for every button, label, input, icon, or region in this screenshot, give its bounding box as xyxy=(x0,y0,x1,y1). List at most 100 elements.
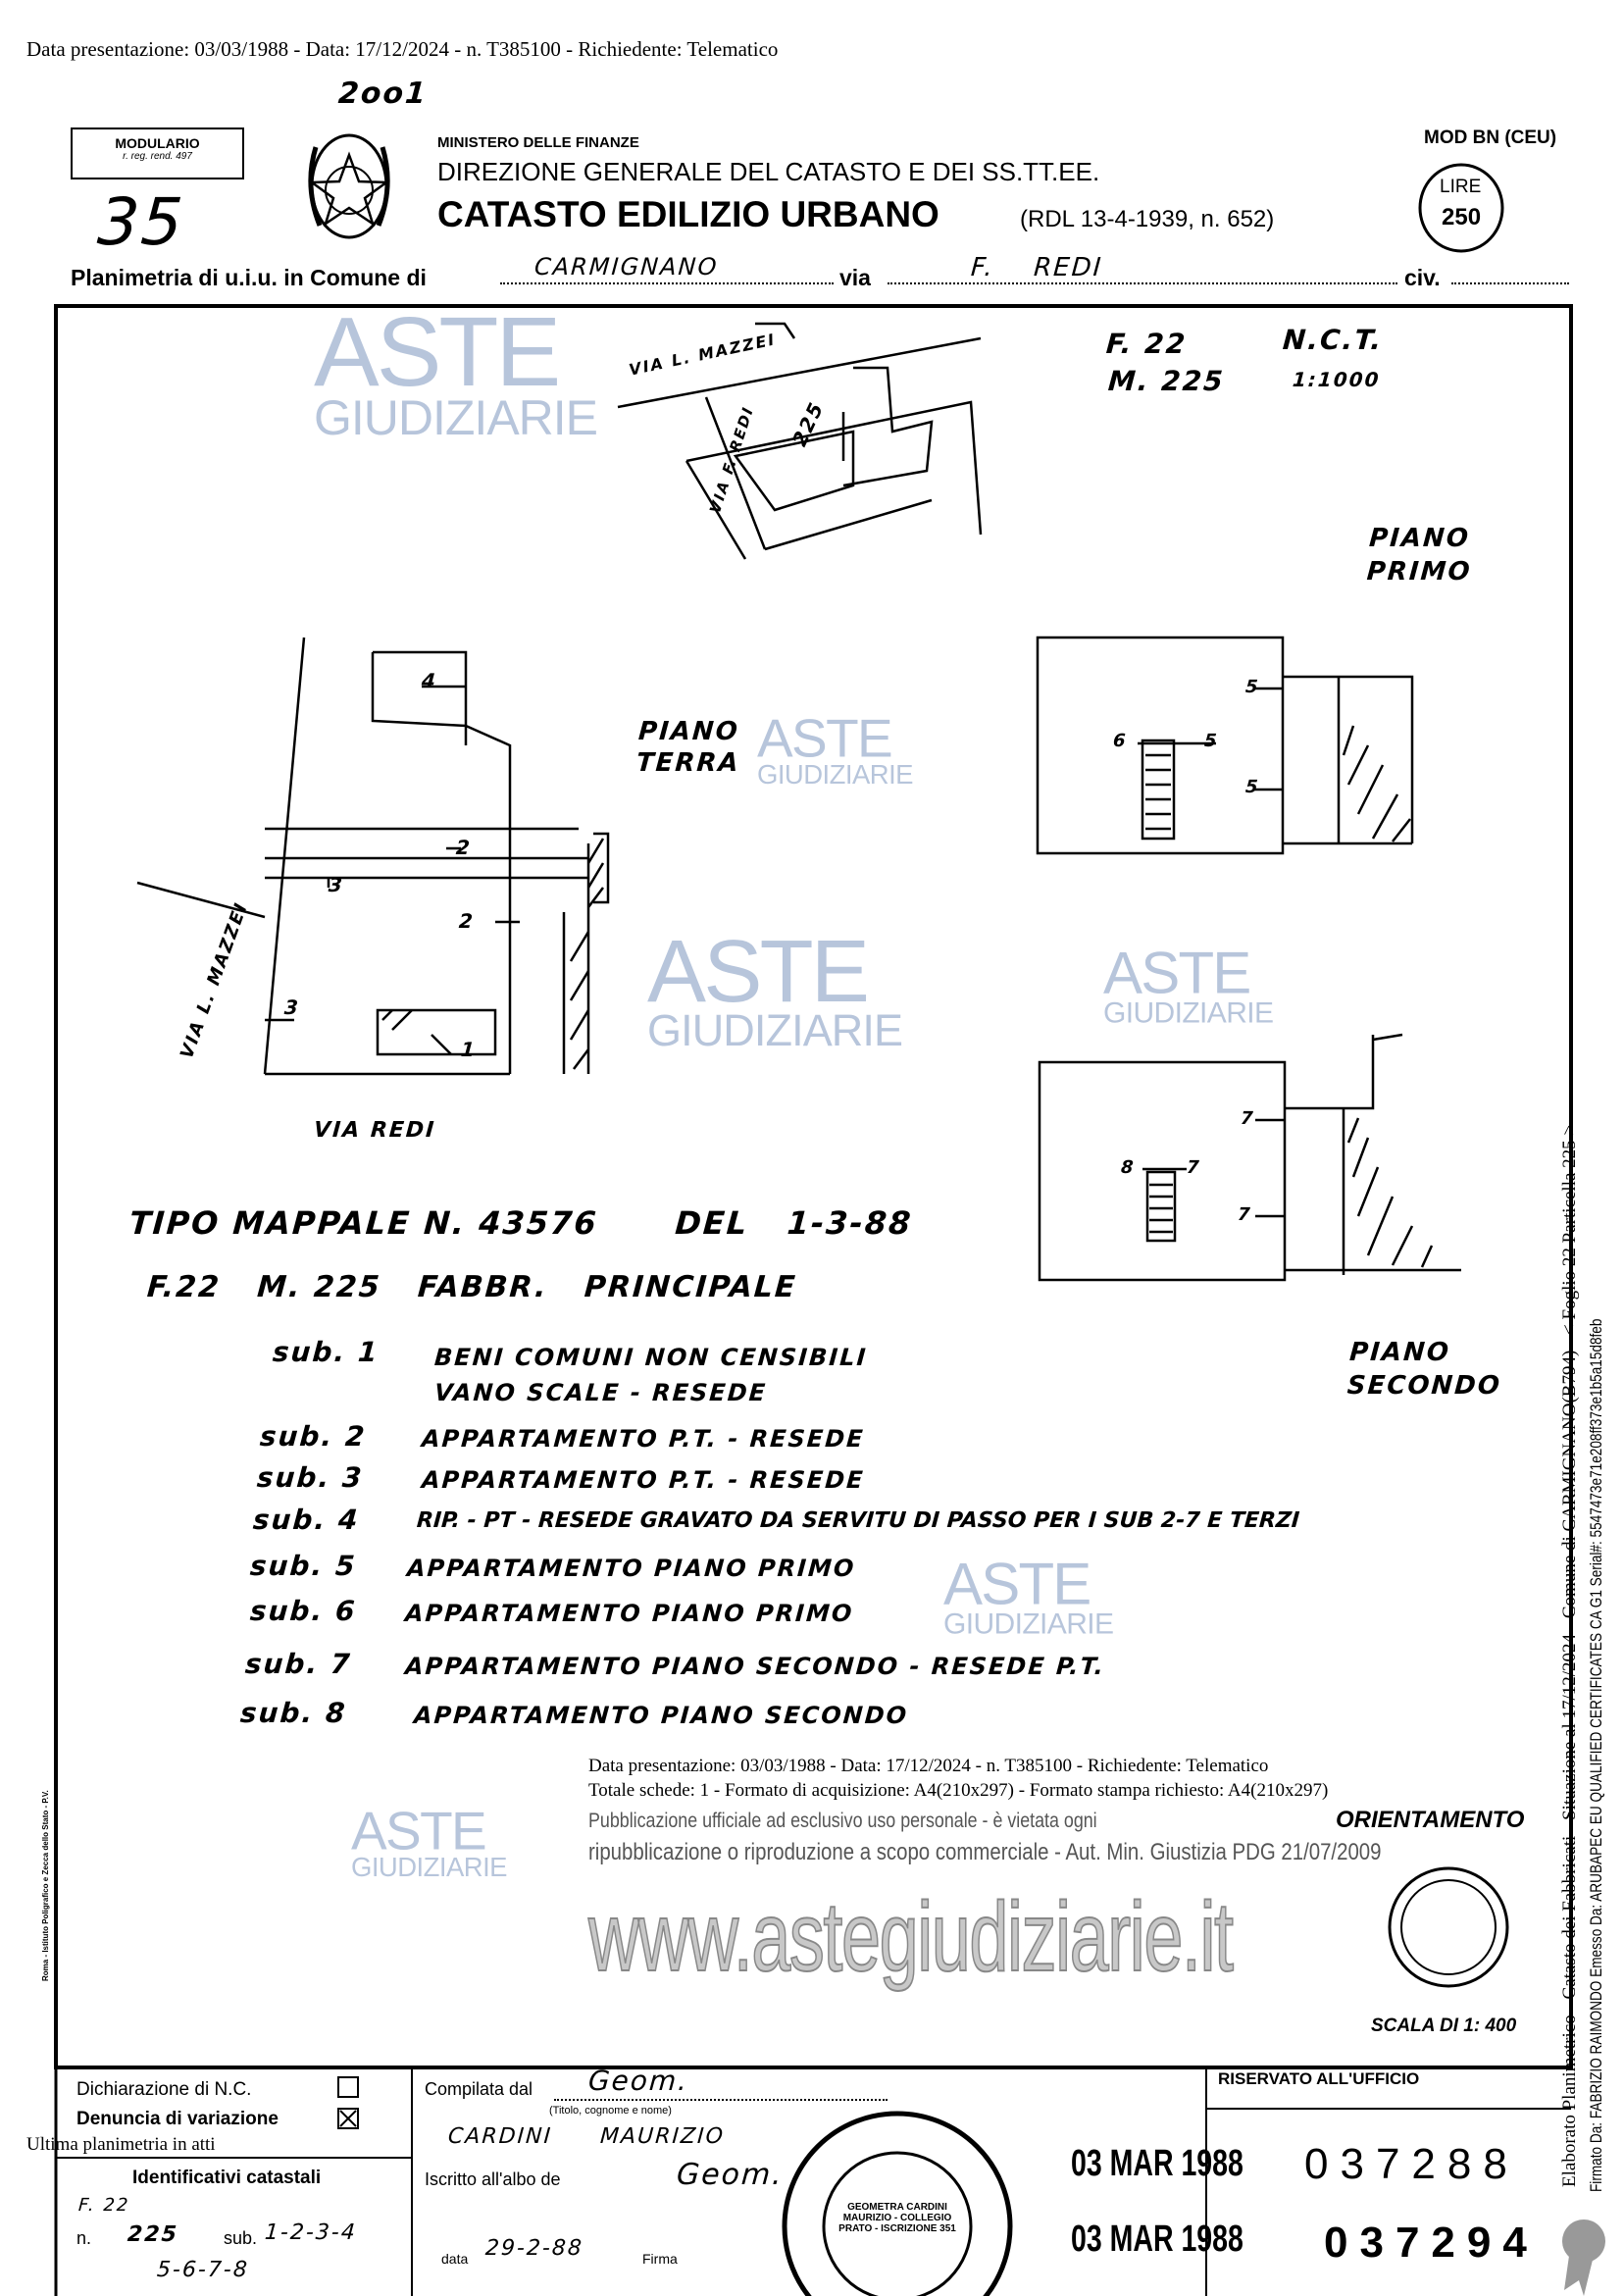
plan-mappale: M. 225 xyxy=(1106,365,1226,397)
via-line xyxy=(888,282,1397,284)
sub-value-2: 5-6-7-8 xyxy=(156,2258,250,2282)
side-text-signature: Firmato Da: FABRIZIO RAIMONDO Emesso Da:… xyxy=(1587,1318,1605,2192)
sub-label: sub. 8 xyxy=(238,1697,348,1729)
presentation-header: Data presentazione: 03/03/1988 - Data: 1… xyxy=(26,37,779,61)
comune-line xyxy=(500,282,834,284)
second-floor-plan xyxy=(1038,1033,1461,1282)
sub-label: sub. 6 xyxy=(248,1595,358,1627)
ministry: MINISTERO DELLE FINANZE xyxy=(437,134,639,151)
ultima-planimetria: Ultima planimetria in atti xyxy=(26,2134,216,2155)
sub-mark: 1 xyxy=(460,1038,478,1061)
compilata-line xyxy=(554,2099,888,2101)
modulario-label: MODULARIO xyxy=(115,135,200,151)
sub-mark: 5 xyxy=(1244,777,1261,797)
sub-mark: 8 xyxy=(1120,1157,1137,1178)
via-label: via xyxy=(839,265,871,290)
sub-label: sub. 2 xyxy=(258,1420,368,1453)
sub-desc: BENI COMUNI NON CENSIBILI xyxy=(433,1344,869,1371)
sub-desc: RIP. - PT - RESEDE GRAVATO DA SERVITU DI… xyxy=(416,1508,1300,1533)
modulario-sub: r. reg. rend. 497 xyxy=(123,151,192,162)
overlay-format: Totale schede: 1 - Formato di acquisizio… xyxy=(588,1780,1329,1801)
printer-note: Roma - Istituto Poligrafico e Zecca dell… xyxy=(41,1790,50,1981)
sub-desc: APPARTAMENTO PIANO PRIMO xyxy=(406,1555,857,1582)
sub-value: 1-2-3-4 xyxy=(264,2220,358,2245)
law-reference: (RDL 13-4-1939, n. 652) xyxy=(1020,206,1275,232)
street-redi: VIA REDI xyxy=(313,1118,437,1143)
site-map xyxy=(617,322,983,560)
republic-emblem-icon xyxy=(308,133,390,239)
identificativi-label: Identificativi catastali xyxy=(132,2168,322,2188)
compilata-value: Geom. xyxy=(586,2065,690,2097)
sub-mark: 3 xyxy=(328,873,345,896)
dichiarazione-label: Dichiarazione di N.C. xyxy=(76,2079,252,2100)
data-value: 29-2-88 xyxy=(484,2236,584,2261)
sub-mark: 4 xyxy=(421,669,438,692)
plan-frame xyxy=(54,304,1573,2069)
iscritto-label: Iscritto all'albo de xyxy=(425,2169,561,2189)
sub-mark: 3 xyxy=(283,995,301,1019)
compilata-label: Compilata dal xyxy=(425,2079,533,2099)
stamp-date-2: 03 MAR 1988 xyxy=(1071,2219,1243,2260)
iscritto-value: Geom. xyxy=(675,2158,786,2192)
comune-value: CARMIGNANO xyxy=(533,253,720,281)
publication-notice-1: Pubblicazione ufficiale ad esclusivo uso… xyxy=(588,1810,1097,1832)
checkbox-denuncia xyxy=(337,2108,359,2129)
label-piano-primo: PIANO PRIMO xyxy=(1365,524,1473,587)
location-prefix: Planimetria di u.i.u. in Comune di xyxy=(71,265,427,290)
plan-nct: N.C.T. xyxy=(1281,324,1385,356)
riservato-label: RISERVATO ALL'UFFICIO xyxy=(1218,2069,1420,2088)
sub-desc: VANO SCALE - RESEDE xyxy=(433,1379,769,1406)
sub-label: sub. 7 xyxy=(243,1648,353,1680)
model-code: MOD BN (CEU) xyxy=(1424,128,1557,148)
price-label: LIRE xyxy=(1440,177,1482,197)
sub-mark: 2 xyxy=(455,836,473,859)
foglio-value: F. 22 xyxy=(77,2195,131,2216)
stamp-text: GEOMETRA CARDINI MAURIZIO - COLLEGIO PRA… xyxy=(838,2202,956,2234)
sub-label: sub. 4 xyxy=(251,1504,361,1536)
sub-mark: 6 xyxy=(1112,731,1129,751)
protocol-2: 037294 xyxy=(1324,2219,1539,2267)
sub-desc: APPARTAMENTO PIANO SECONDO - RESEDE P.T. xyxy=(404,1653,1106,1680)
stamp-date-1: 03 MAR 1988 xyxy=(1071,2143,1243,2184)
civ-line xyxy=(1451,282,1569,284)
sub-mark: 5 xyxy=(1203,731,1220,751)
first-floor-plan xyxy=(1036,636,1414,855)
label-piano-secondo: PIANO SECONDO xyxy=(1345,1338,1502,1401)
sub-label: sub. 5 xyxy=(248,1550,358,1582)
price-circle xyxy=(1418,163,1504,253)
compilatore-name: CARDINI MAURIZIO xyxy=(447,2124,726,2149)
sub-mark: 5 xyxy=(1244,677,1261,697)
n-label: n. xyxy=(76,2228,92,2248)
checkbox-dichiarazione xyxy=(337,2076,359,2098)
data-label: data xyxy=(441,2251,469,2267)
firma-label: Firma xyxy=(642,2251,678,2267)
n-value: 225 xyxy=(127,2222,179,2247)
tipo-mappale: TIPO MAPPALE N. 43576 DEL 1-3-88 xyxy=(127,1204,914,1242)
watermark-url: www.astegiudiziarie.it xyxy=(587,1882,1234,1992)
certified-seal-icon xyxy=(1562,2219,1605,2296)
sub-label: sub. 1 xyxy=(271,1336,381,1368)
titolo-hint: (Titolo, cognome e nome) xyxy=(549,2105,672,2117)
sub-label-footer: sub. xyxy=(224,2228,258,2248)
professional-stamp xyxy=(782,2111,1013,2296)
sub-mark: 7 xyxy=(1240,1108,1256,1129)
via-value: F. REDI xyxy=(969,253,1104,282)
overlay-presentation: Data presentazione: 03/03/1988 - Data: 1… xyxy=(588,1756,1269,1776)
side-text-elaborato: Elaborato Planimetrico - Catasto dei Fab… xyxy=(1559,1124,1580,2187)
sub-mark: 2 xyxy=(458,909,476,933)
sub-desc: APPARTAMENTO P.T. - RESEDE xyxy=(421,1425,866,1453)
orientation-circle xyxy=(1388,1866,1509,1988)
direction: DIREZIONE GENERALE DEL CATASTO E DEI SS.… xyxy=(437,157,1100,186)
fabbricato-line: F.22 M. 225 FABBR. PRINCIPALE xyxy=(145,1270,798,1304)
sub-mark: 7 xyxy=(1237,1204,1253,1225)
orientation-label: ORIENTAMENTO xyxy=(1336,1807,1525,1833)
plan-foglio: F. 22 xyxy=(1104,328,1189,360)
scale-label: SCALA DI 1: 400 xyxy=(1371,2015,1517,2036)
plan-scale: 1:1000 xyxy=(1292,368,1382,391)
